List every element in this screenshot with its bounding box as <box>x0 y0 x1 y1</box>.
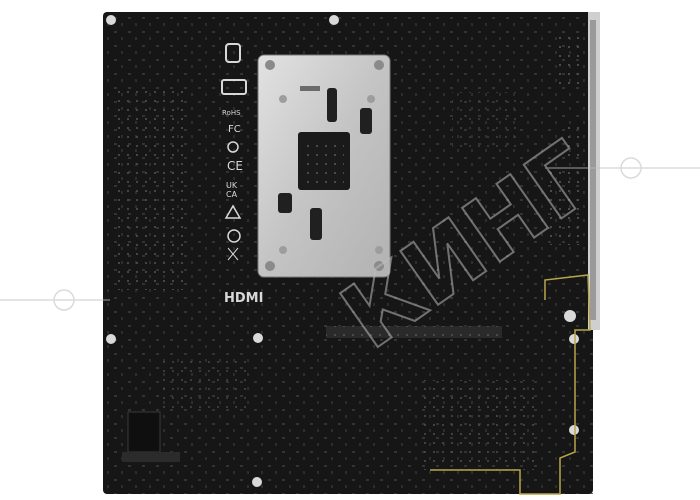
kc-logo <box>225 43 241 63</box>
recycle-icon <box>227 229 241 243</box>
hdmi-logo: HDMI <box>224 291 263 306</box>
mounting-holes <box>106 15 579 487</box>
cpu-backplate <box>257 54 391 278</box>
ukca-mark: UK <box>226 181 238 190</box>
rohs-mark: RoHS <box>222 109 241 117</box>
bin-icon <box>227 247 239 261</box>
triangle-mark <box>224 204 242 219</box>
vcci-logo <box>221 79 247 95</box>
trace-outline <box>430 274 591 495</box>
weee-icon <box>227 141 239 153</box>
fc-mark: FC <box>228 124 241 135</box>
ce-mark: CE <box>227 159 243 173</box>
dimm-area <box>118 90 188 290</box>
certification-marks: RoHS FC CE UK CA HDMI <box>221 43 263 306</box>
m2-slot <box>127 411 161 453</box>
svg-text:CA: CA <box>226 190 238 199</box>
